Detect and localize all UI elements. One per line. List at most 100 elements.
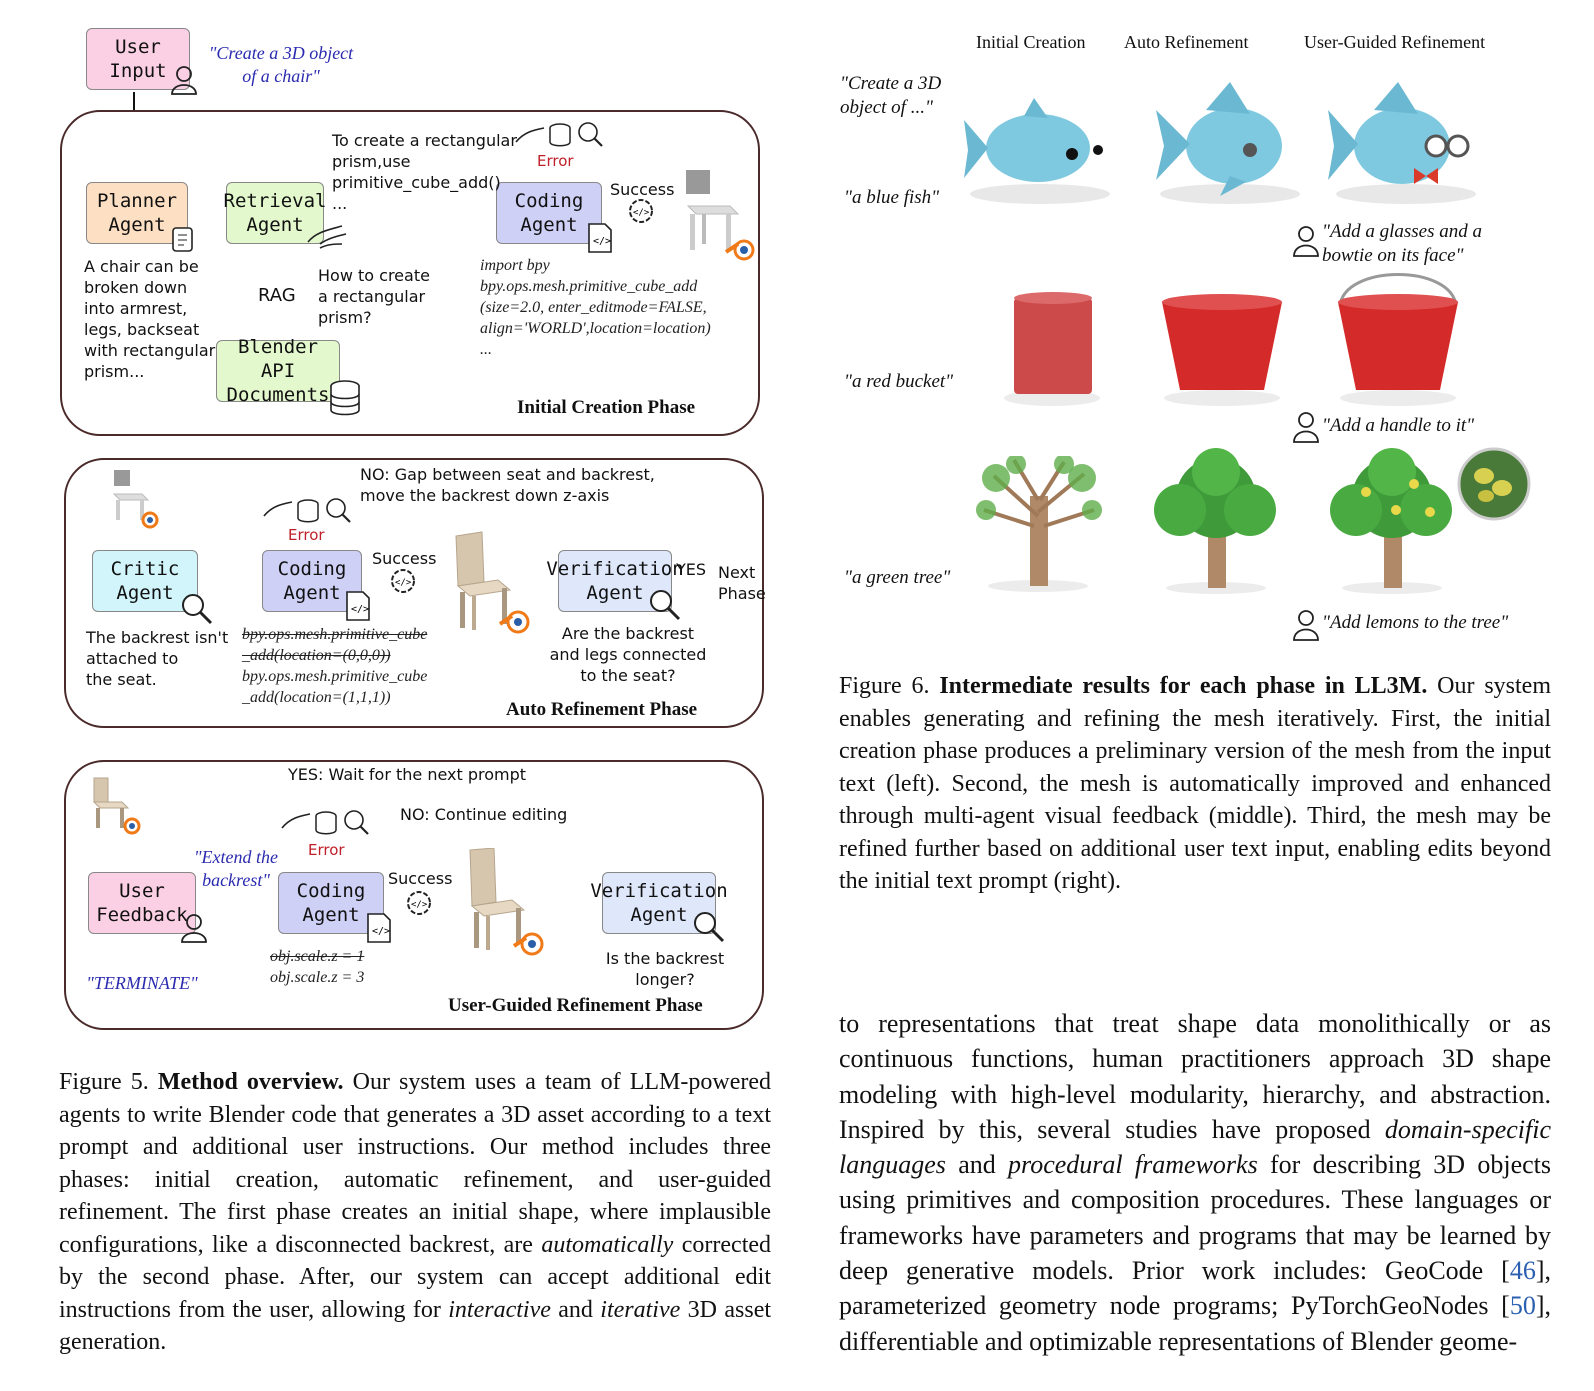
svg-text:</>: </> (395, 578, 412, 588)
verify-question-2: Is the backrest longer? (605, 949, 725, 989)
edit-bucket: "Add a handle to it" (1322, 415, 1475, 436)
figure-5-caption-text: and (550, 1296, 601, 1323)
figure-6-caption-text: Our system enables generating and refini… (839, 673, 1551, 894)
bucket-initial-render (1004, 292, 1100, 406)
body-text: to representations that treat shape data… (839, 1009, 1551, 1144)
svg-text:</>: </> (633, 208, 650, 218)
user-input-box: User Input (86, 28, 190, 90)
figure-5-caption-text: 3D asset generation. (59, 1296, 772, 1356)
fish-auto-render (1156, 82, 1300, 204)
tree-user-guided-render (1330, 448, 1452, 594)
user-icon-fish (1293, 226, 1319, 257)
document-icon (172, 227, 193, 252)
initial-code: import bpy bpy.ops.mesh.primitive_cube_a… (480, 257, 711, 358)
figure-6-caption: Figure 6. Intermediate results for each … (839, 670, 1551, 898)
user-icon-bucket (1293, 412, 1319, 443)
planner-agent-box: Planner Agent (86, 182, 188, 244)
auto-no-message: NO: Gap between seat and backrest, move … (360, 465, 655, 505)
retrieval-question: How to create a rectangular prism? (318, 266, 430, 327)
figure-6-label: Figure 6. (839, 673, 930, 699)
svg-text:</>: </> (593, 236, 611, 247)
code-file-icon-2: </> (346, 591, 370, 621)
blender-api-documents-box: Blender API Documents (216, 336, 340, 406)
user-guided-yes-message: YES: Wait for the next prompt (288, 765, 527, 784)
rag-label: RAG (258, 285, 296, 306)
code-new: bpy.ops.mesh.primitive_cube _add(locatio… (242, 668, 428, 706)
svg-text:</>: </> (411, 900, 428, 910)
prompt-fish: "a blue fish" (844, 187, 940, 208)
planner-note: A chair can be broken down into armrest,… (84, 257, 216, 381)
user-guided-phase-title: User-Guided Refinement Phase (448, 995, 703, 1016)
bucket-user-guided-render (1338, 273, 1458, 406)
citation-link[interactable]: 50 (1509, 1291, 1536, 1321)
magnifier-icon-2 (650, 590, 681, 621)
user-icon-tree (1293, 610, 1319, 641)
scale-code-old: obj.scale.z = 1 (270, 948, 365, 965)
svg-text:</>: </> (351, 604, 369, 615)
tools-icon (515, 122, 603, 147)
auto-phase-title: Auto Refinement Phase (506, 699, 698, 720)
retrieval-answer: To create a rectangular prism,use primit… (332, 131, 517, 213)
body-em: procedural frameworks (1008, 1150, 1258, 1180)
hand-icon (307, 225, 347, 249)
column-header-initial: Initial Creation (976, 32, 1086, 52)
figure-5-caption-text: corrected by the second phase. After, ou… (59, 1231, 772, 1323)
figure-5-label: Figure 5. (59, 1069, 149, 1095)
prompt-bucket: "a red bucket" (844, 371, 954, 392)
extend-backrest-quote: "Extend the backrest" (193, 847, 279, 890)
verification-agent-box: Verification Agent (546, 550, 684, 612)
magnifier-icon-3 (694, 912, 725, 943)
edit-tree: "Add lemons to the tree" (1322, 612, 1509, 633)
body-text: ], parameterized geometry node programs;… (839, 1256, 1551, 1321)
user-input-quote: "Create a 3D object of a chair" (208, 43, 354, 86)
fish-initial-render (964, 98, 1110, 204)
prompt-tree: "a green tree" (844, 567, 951, 588)
chair-render (455, 531, 530, 634)
terminate-label: "TERMINATE" (86, 973, 198, 993)
caption-em: interactive (448, 1296, 551, 1323)
gear-code-icon-2: </> (391, 569, 415, 593)
coding-agent-box-2: Coding Agent (262, 550, 362, 612)
tools-icon-3 (281, 810, 369, 835)
error-label-2: Error (288, 526, 325, 544)
chair-render-tall (469, 848, 544, 956)
body-text: ], differentiable and optimizable repres… (839, 1291, 1551, 1356)
caption-em: automatically (541, 1231, 674, 1258)
coding-agent-box-3: Coding Agent (278, 872, 384, 934)
chair-render-small (112, 470, 159, 529)
user-guided-no-message: NO: Continue editing (400, 805, 568, 824)
body-paragraph: to representations that treat shape data… (839, 1006, 1551, 1359)
edit-fish: "Add a glasses and a bowtie on its face" (1322, 221, 1482, 266)
success-label-3: Success (388, 869, 453, 888)
scale-code-new: obj.scale.z = 3 (270, 969, 365, 986)
figure-5-caption-text: Our system uses a team of LLM-powered ag… (59, 1069, 772, 1258)
critic-agent-box: Critic Agent (92, 550, 198, 612)
error-label: Error (537, 152, 574, 170)
fish-user-guided-render (1328, 82, 1476, 204)
tree-initial-render (976, 456, 1102, 592)
body-em: domain-specific languages (839, 1114, 1551, 1180)
stool-render (686, 170, 755, 261)
citation-link[interactable]: 46 (1509, 1256, 1536, 1286)
initial-creation-panel (60, 110, 760, 436)
retrieval-agent-box: Retrieval Agent (224, 182, 326, 244)
column-header-user-guided: User-Guided Refinement (1304, 32, 1486, 52)
user-icon-2 (181, 914, 207, 943)
tree-auto-render (1154, 448, 1276, 594)
user-feedback-box: User Feedback (88, 872, 196, 934)
success-label-2: Success (372, 549, 437, 568)
lemon-closeup-render (1457, 447, 1531, 521)
error-label-3: Error (308, 841, 345, 859)
figure-5-title: Method overview. (157, 1069, 344, 1095)
svg-text:</>: </> (372, 926, 390, 937)
next-phase-label: Next Phase (718, 563, 766, 603)
coding-agent-box: Coding Agent (496, 182, 602, 244)
verify-question: Are the backrest and legs connected to t… (549, 624, 707, 685)
yes-label: YES (676, 560, 707, 579)
database-icon (330, 380, 360, 416)
tools-icon-2 (263, 498, 351, 523)
initial-phase-title: Initial Creation Phase (517, 397, 696, 418)
gear-code-icon: </> (629, 199, 653, 223)
chair-render-small-2 (92, 777, 141, 835)
critic-note: The backrest isn't attached to the seat. (86, 628, 229, 689)
